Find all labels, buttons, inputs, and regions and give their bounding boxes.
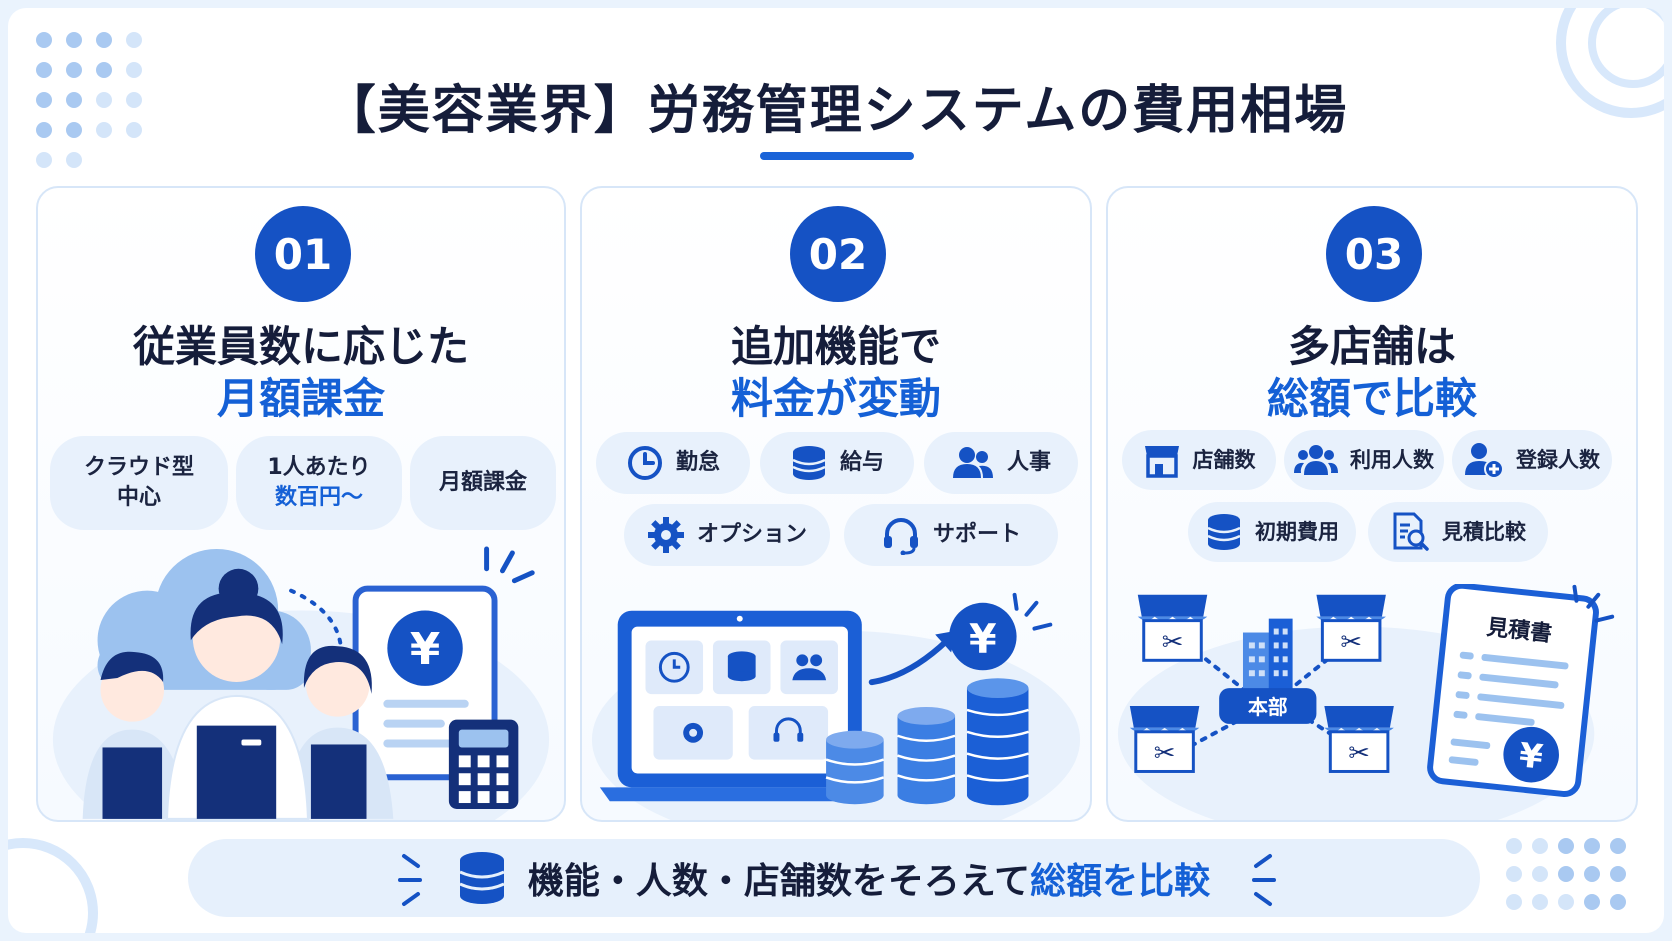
- user-add-icon: [1465, 443, 1504, 479]
- decorative-dots-bottom-right: [1506, 838, 1626, 910]
- svg-text:✂: ✂: [1162, 627, 1184, 657]
- page-title: 【美容業界】労務管理システムの費用相場: [323, 81, 1349, 141]
- svg-text:¥: ¥: [1517, 735, 1545, 776]
- pill-cloud-type: クラウド型中心: [50, 436, 228, 530]
- decorative-ring-bottom-left: [8, 838, 98, 933]
- footer-spark-right: [1252, 854, 1276, 906]
- decorative-dots-top-left: [36, 32, 142, 168]
- invoice-yen-icon: ¥: [352, 585, 498, 781]
- cost-growth-illustration: ¥: [591, 592, 1081, 820]
- pill-attendance: 勤怠: [596, 432, 750, 494]
- svg-text:✂: ✂: [1340, 627, 1362, 657]
- pill-payroll: 給与: [760, 432, 914, 494]
- panel-multi-store: 03 多店舗は 総額で比較 店舗数 利用人数 登録人数 初期費用 見積比較: [1106, 186, 1638, 822]
- footer-summary-banner: 機能・人数・店舗数をそろえて総額を比較: [188, 839, 1480, 917]
- hq-label: 本部: [1248, 696, 1288, 719]
- pill-estimate-comparison: 見積比較: [1368, 502, 1548, 562]
- panel-heading-line1: 追加機能で: [730, 322, 941, 371]
- store-scissors-icon: ✂ ✂ ✂ ✂: [1129, 594, 1394, 773]
- estimate-document-icon: 見積書 ¥: [1427, 584, 1599, 797]
- footer-text: 機能・人数・店舗数をそろえて: [527, 861, 1031, 902]
- pill-monthly-fee: 月額課金: [410, 436, 556, 530]
- title-underline: [760, 152, 914, 160]
- multi-store-illustration: ✂ ✂ ✂ ✂ 本部 見積書 ¥: [1117, 584, 1615, 820]
- pill-hr: 人事: [924, 432, 1078, 494]
- coin-stack-icon: [825, 678, 1029, 806]
- pill-user-count: 利用人数: [1284, 430, 1444, 490]
- footer-highlight: 総額を比較: [1030, 861, 1211, 902]
- coin-stack-icon: [792, 446, 826, 480]
- pill-options: オプション: [624, 504, 830, 566]
- svg-text:✂: ✂: [1348, 739, 1370, 769]
- gear-icon: [647, 517, 684, 553]
- coin-stack-icon: [459, 852, 505, 904]
- pill-initial-cost: 初期費用: [1188, 502, 1356, 562]
- staff-icon: [82, 568, 394, 820]
- panel-monthly-fee: 01 従業員数に応じた 月額課金 クラウド型中心 1人あたり数百円〜 月額課金: [36, 186, 566, 822]
- svg-text:✂: ✂: [1154, 739, 1176, 769]
- document-search-icon: [1393, 512, 1429, 551]
- trend-arrow-icon: [868, 637, 951, 686]
- pill-store-count: 店舗数: [1122, 430, 1276, 490]
- laptop-icon: [599, 610, 880, 802]
- decorative-ring-top-right-inner: [1588, 8, 1664, 88]
- footer-spark-left: [398, 854, 422, 906]
- panel-heading-line2: 総額で比較: [1266, 374, 1477, 423]
- panel-number-badge: 01: [255, 206, 351, 302]
- infographic-frame: 【美容業界】労務管理システムの費用相場 01 従業員数に応じた 月額課金 クラウ…: [8, 8, 1664, 933]
- people-icon: [1294, 445, 1338, 475]
- staff-cloud-illustration: ¥: [52, 546, 550, 820]
- decorative-ring-top-right: [1556, 8, 1664, 118]
- pill-per-person-price: 1人あたり数百円〜: [236, 436, 402, 530]
- panel-additional-features: 02 追加機能で 料金が変動 勤怠 給与 人事 オプション サポート: [580, 186, 1092, 822]
- people-icon: [952, 447, 993, 478]
- panel-heading-line2: 月額課金: [216, 374, 385, 423]
- svg-text:¥: ¥: [410, 624, 440, 675]
- panel-heading-line1: 従業員数に応じた: [132, 322, 469, 371]
- coin-stack-icon: [1207, 514, 1241, 550]
- panel-heading-line1: 多店舗は: [1287, 322, 1456, 371]
- pill-registered-count: 登録人数: [1452, 430, 1612, 490]
- panel-number-badge: 03: [1326, 206, 1422, 302]
- headset-icon: [883, 518, 918, 555]
- clock-icon: [627, 446, 662, 480]
- panel-heading-line2: 料金が変動: [730, 374, 941, 423]
- panel-number-badge: 02: [790, 206, 886, 302]
- svg-text:¥: ¥: [969, 616, 997, 662]
- yen-coin-icon: ¥: [949, 602, 1017, 671]
- store-icon: [1144, 446, 1179, 478]
- calculator-icon: [448, 719, 519, 809]
- pill-support: サポート: [844, 504, 1058, 566]
